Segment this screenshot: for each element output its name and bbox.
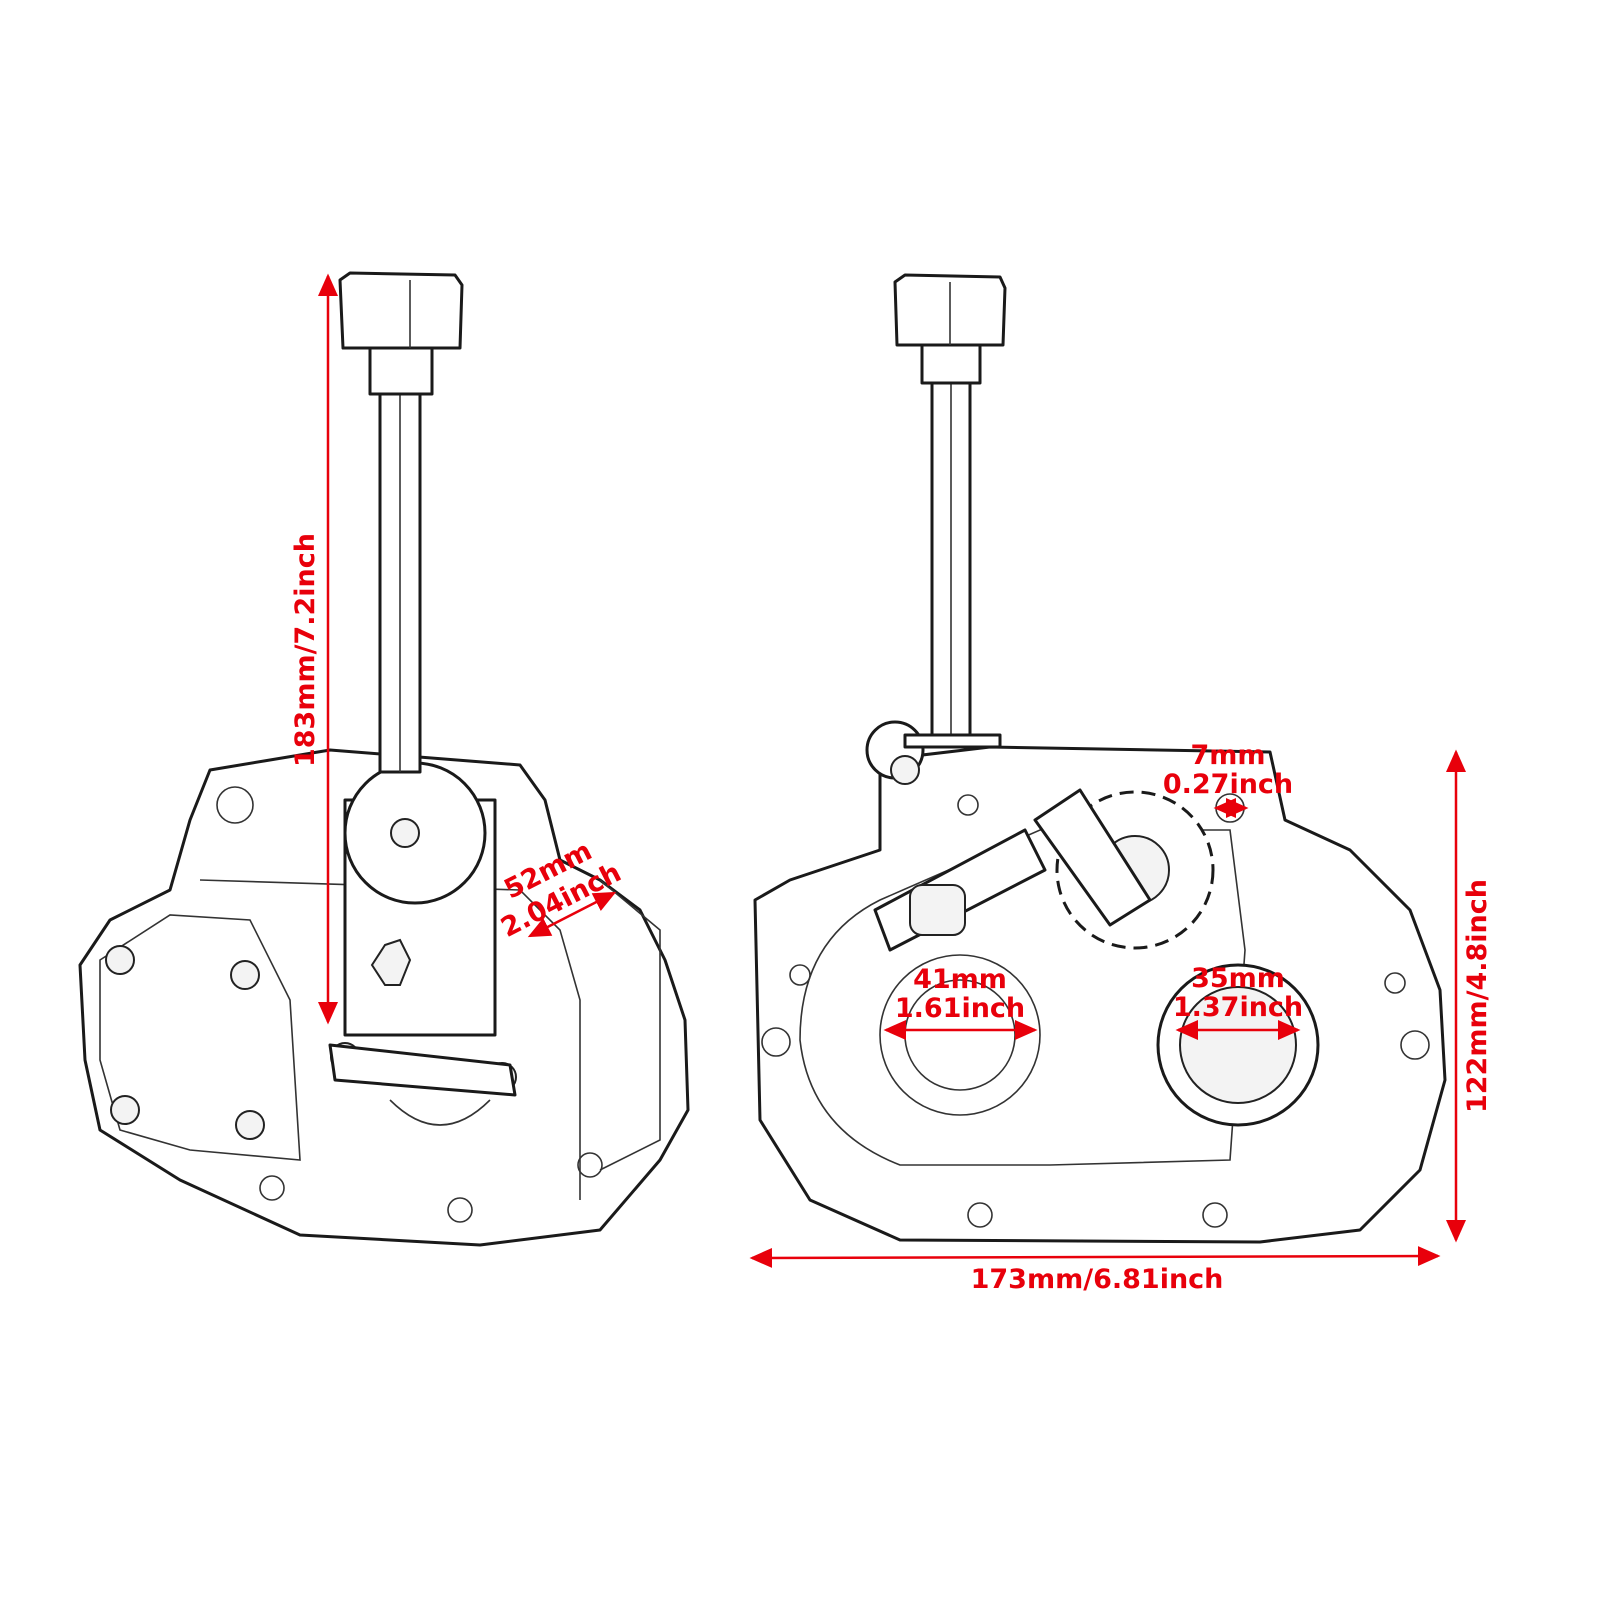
right-gearbox-drawing bbox=[753, 273, 1447, 1244]
dimension-bore-left: 41mm 1.61inch bbox=[883, 964, 1038, 1040]
left-gearbox-drawing bbox=[78, 271, 690, 1247]
bore-left-label-mm: 41mm bbox=[913, 964, 1007, 995]
dimension-height-left: 183mm/7.2inch bbox=[290, 273, 338, 1025]
height-label-right: 122mm/4.8inch bbox=[1462, 879, 1493, 1113]
bore-right-label-mm: 35mm bbox=[1191, 963, 1285, 994]
bore-right-label-inch: 1.37inch bbox=[1173, 992, 1303, 1023]
dimension-height-right: 122mm/4.8inch bbox=[1446, 749, 1493, 1243]
bore-left-label-inch: 1.61inch bbox=[895, 993, 1025, 1024]
width-label: 173mm/6.81inch bbox=[971, 1264, 1224, 1295]
height-label-left: 183mm/7.2inch bbox=[290, 533, 321, 767]
dimension-width-right: 173mm/6.81inch bbox=[749, 1246, 1441, 1295]
dimension-hole: 7mm 0.27inch bbox=[1163, 740, 1293, 818]
hole-label-mm: 7mm bbox=[1190, 740, 1265, 771]
dimension-bore-right: 35mm 1.37inch bbox=[1173, 963, 1303, 1040]
hole-label-inch: 0.27inch bbox=[1163, 769, 1293, 800]
